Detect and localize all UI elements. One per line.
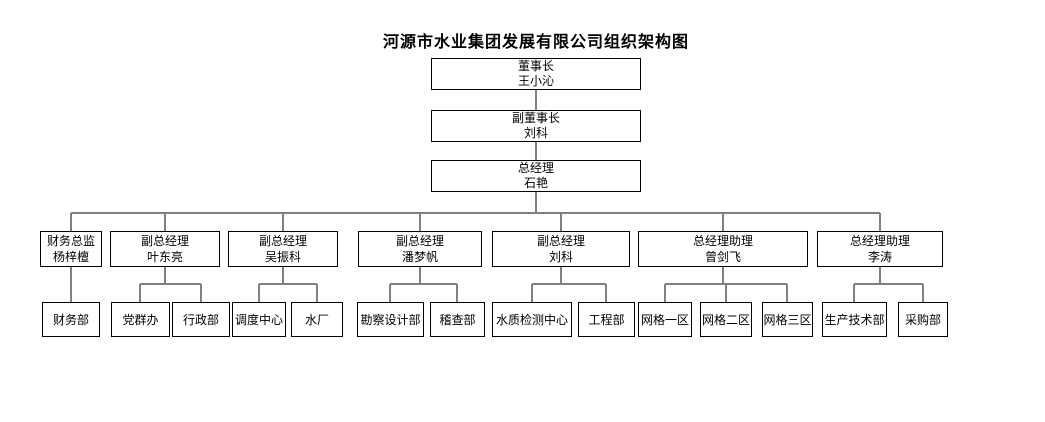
dept-node-grid-zone-3: 网格三区	[762, 302, 813, 337]
dept-label: 勘察设计部	[360, 312, 421, 327]
manager-name: 叶东亮	[146, 250, 183, 264]
dept-node-party-group-office: 党群办	[111, 302, 170, 337]
dept-node-engineering: 工程部	[578, 302, 635, 337]
dept-label: 水质检测中心	[495, 312, 568, 327]
node-chairman-name: 王小沁	[517, 74, 554, 88]
dept-label: 财务部	[52, 312, 89, 327]
dept-node-inspection: 稽查部	[430, 302, 485, 337]
node-general-manager-title: 总经理	[517, 161, 554, 175]
manager-node-gm-assistant-2: 总经理助理 李涛	[817, 231, 943, 267]
manager-title: 副总经理	[536, 234, 585, 248]
dept-label: 水厂	[304, 312, 329, 327]
node-general-manager-name: 石艳	[523, 176, 548, 190]
node-chairman: 董事长 王小沁	[431, 58, 641, 90]
manager-title: 副总经理	[395, 234, 444, 248]
node-vice-chairman: 副董事长 刘科	[431, 110, 641, 142]
manager-name: 潘梦帆	[401, 250, 438, 264]
manager-title: 财务总监	[46, 234, 95, 248]
dept-label: 生产技术部	[824, 312, 885, 327]
manager-node-deputy-gm-2: 副总经理 吴振科	[228, 231, 338, 267]
dept-label: 网格一区	[640, 312, 689, 327]
manager-title: 总经理助理	[692, 234, 753, 248]
dept-node-survey-design: 勘察设计部	[357, 302, 424, 337]
node-vice-chairman-title: 副董事长	[511, 111, 560, 125]
manager-node-deputy-gm-3: 副总经理 潘梦帆	[358, 231, 482, 267]
dept-node-grid-zone-2: 网格二区	[700, 302, 752, 337]
manager-node-finance-director: 财务总监 杨梓檀	[40, 231, 102, 267]
manager-name: 刘科	[548, 250, 573, 264]
node-general-manager: 总经理 石艳	[431, 160, 641, 192]
dept-node-water-plant: 水厂	[291, 302, 343, 337]
dept-node-finance: 财务部	[42, 302, 100, 337]
dept-label: 网格二区	[701, 312, 750, 327]
manager-title: 副总经理	[140, 234, 189, 248]
dept-node-dispatch-center: 调度中心	[232, 302, 286, 337]
dept-node-water-quality-center: 水质检测中心	[492, 302, 572, 337]
manager-title: 总经理助理	[849, 234, 910, 248]
dept-label: 稽查部	[439, 312, 476, 327]
dept-label: 工程部	[588, 312, 625, 327]
dept-node-administration: 行政部	[172, 302, 230, 337]
manager-name: 杨梓檀	[52, 250, 89, 264]
node-chairman-title: 董事长	[517, 59, 554, 73]
dept-node-procurement: 采购部	[898, 302, 948, 337]
dept-label: 党群办	[122, 312, 159, 327]
dept-label: 行政部	[182, 312, 219, 327]
chart-title: 河源市水业集团发展有限公司组织架构图	[382, 32, 690, 51]
dept-node-grid-zone-1: 网格一区	[638, 302, 692, 337]
manager-name: 曾剑飞	[704, 250, 741, 264]
manager-node-deputy-gm-1: 副总经理 叶东亮	[110, 231, 220, 267]
dept-node-production-tech: 生产技术部	[822, 302, 887, 337]
manager-node-gm-assistant-1: 总经理助理 曾剑飞	[638, 231, 808, 267]
dept-label: 网格三区	[763, 312, 812, 327]
manager-name: 李涛	[867, 250, 892, 264]
node-vice-chairman-name: 刘科	[523, 126, 548, 140]
dept-label: 采购部	[904, 312, 941, 327]
manager-name: 吴振科	[264, 250, 301, 264]
dept-label: 调度中心	[234, 312, 283, 327]
manager-title: 副总经理	[258, 234, 307, 248]
manager-node-deputy-gm-4: 副总经理 刘科	[492, 231, 630, 267]
